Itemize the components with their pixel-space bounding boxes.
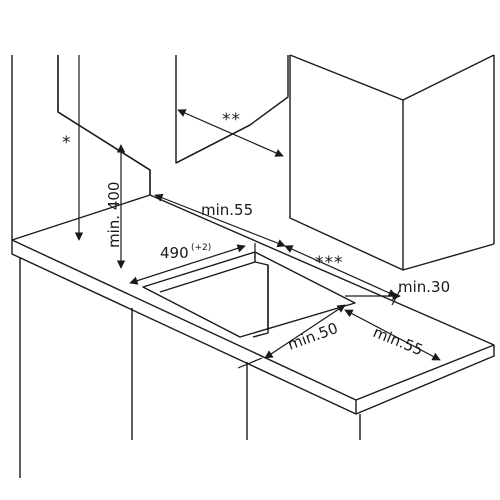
worktop-and-base <box>11 194 495 478</box>
right-wall-cabinet <box>289 54 495 101</box>
dim-min-55-front <box>344 309 441 361</box>
label-min-400: min. 400 <box>105 182 123 248</box>
left-upper-cabinet <box>57 55 151 195</box>
dim-double-star <box>177 109 284 157</box>
label-star-single: * <box>62 133 72 153</box>
dim-490 <box>129 244 246 285</box>
ref-tick-right <box>391 289 401 306</box>
right-wall-cabinet-body <box>402 100 495 271</box>
dim-min-55-back <box>154 193 286 248</box>
label-width-490: 490 <box>160 244 189 262</box>
ref-tick-front <box>237 357 263 369</box>
center-wall-cabinet <box>175 55 289 164</box>
label-star-double: ** <box>222 110 241 130</box>
wall-corner-line <box>57 111 151 195</box>
center-wall-cabinet-shadow <box>175 124 251 164</box>
dim-min-50 <box>264 304 346 359</box>
label-min-55-back: min.55 <box>201 201 253 219</box>
dim-triple-star <box>284 245 397 297</box>
label-width-490-tolerance: (+2) <box>191 243 211 253</box>
right-wall-cabinet-left <box>289 55 404 271</box>
dimension-lines <box>74 55 441 369</box>
label-star-triple: *** <box>315 253 344 273</box>
label-min-30: min.30 <box>398 278 450 296</box>
